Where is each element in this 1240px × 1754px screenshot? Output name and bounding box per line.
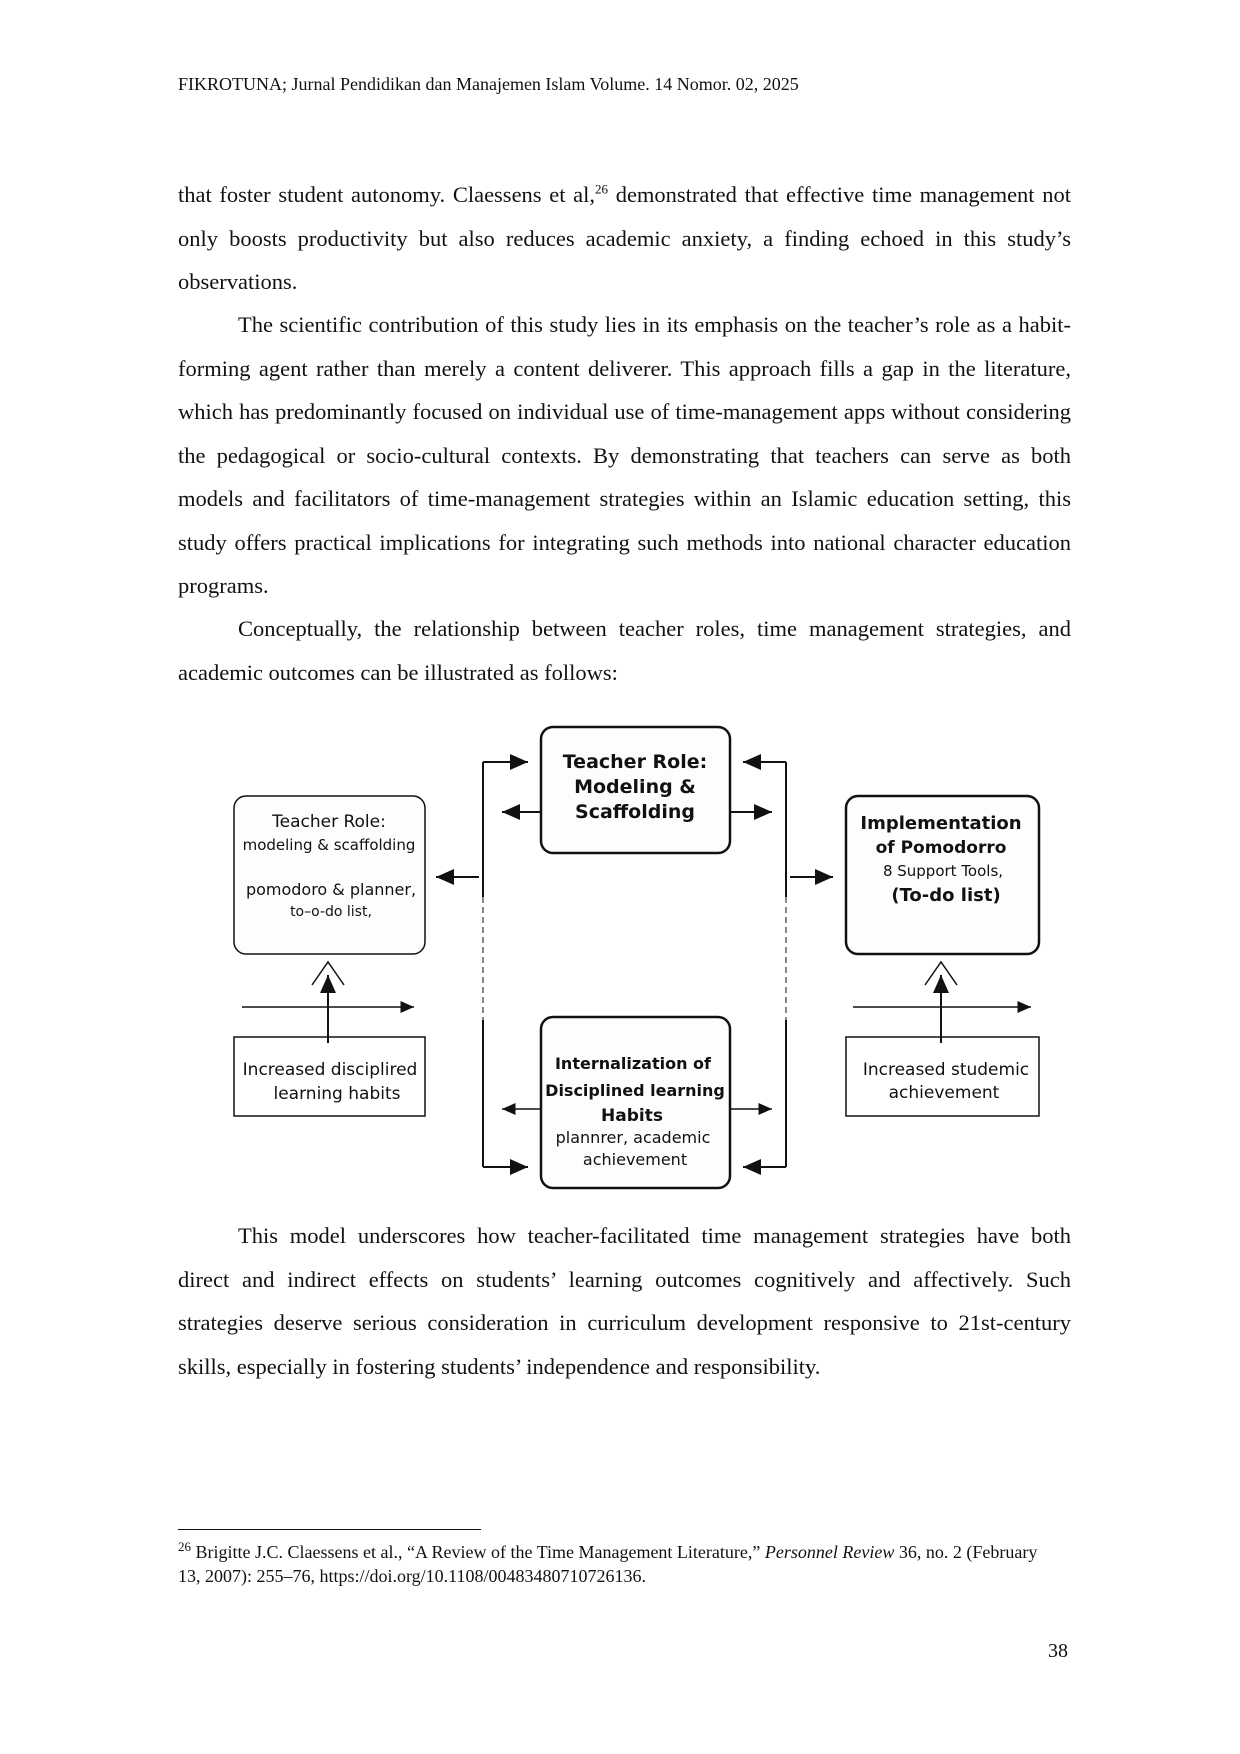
- box-top-center: [539, 725, 732, 855]
- right-line4: (To-do list): [891, 885, 1000, 906]
- footnote-text: Brigitte J.C. Claessens et al., “A Revie…: [191, 1542, 765, 1562]
- footnote-number: 26: [178, 1539, 191, 1554]
- footnote: 26 Brigitte J.C. Claessens et al., “A Re…: [178, 1540, 1058, 1588]
- left-line2: modeling & scaffolding: [243, 836, 416, 854]
- bottom-center-line5: achievement: [583, 1150, 687, 1169]
- box-bottom-left: [233, 1036, 426, 1117]
- left-line3: pomodoro & planner,: [246, 880, 416, 899]
- bottom-right-line2: achievement: [889, 1083, 1000, 1103]
- bottom-center-line4: plannrer, academic: [556, 1128, 711, 1147]
- right-line3: 8 Support Tools,: [883, 862, 1003, 880]
- footnote-separator: [178, 1529, 481, 1530]
- top-center-line1: Teacher Role:: [563, 751, 708, 773]
- p4-text: This model underscores how teacher-facil…: [178, 1223, 1071, 1379]
- running-header: FIKROTUNA; Jurnal Pendidikan dan Manajem…: [178, 74, 799, 94]
- footnote-ref[interactable]: 26: [595, 181, 609, 197]
- bottom-center-line1: Internalization of: [555, 1054, 712, 1073]
- bottom-left-line2: learning habits: [274, 1084, 401, 1104]
- box-bottom-right: [845, 1036, 1040, 1117]
- top-center-line2: Modeling &: [574, 776, 696, 798]
- box-right: [844, 794, 1041, 956]
- box-left: [233, 795, 426, 955]
- page-number: 38: [1048, 1640, 1068, 1662]
- bottom-center-line2: Disciplined learning: [545, 1081, 725, 1100]
- left-line1: Teacher Role:: [271, 812, 386, 832]
- paragraph-2: The scientific contribution of this stud…: [178, 303, 1071, 608]
- p2-text: The scientific contribution of this stud…: [178, 312, 1071, 598]
- right-line1: Implementation: [860, 813, 1021, 834]
- box-bottom-center: [539, 1015, 732, 1190]
- bottom-left-line1: Increased disciplired: [243, 1060, 418, 1080]
- footnote-text-cont[interactable]: 36, no. 2 (February 13, 2007): 255–76, h…: [178, 1542, 1038, 1586]
- paragraph-3: Conceptually, the relationship between t…: [178, 607, 1071, 694]
- right-line2: of Pomodorro: [876, 838, 1007, 858]
- bottom-center-line3: Habits: [601, 1106, 663, 1126]
- footnote-journal: Personnel Review: [764, 1542, 895, 1562]
- left-line4: to–o-do list,: [290, 904, 372, 920]
- bottom-right-line1: Increased studemic: [863, 1060, 1029, 1080]
- paragraph-1: that foster student autonomy. Claessens …: [178, 173, 1071, 304]
- p3-text: Conceptually, the relationship between t…: [178, 616, 1071, 685]
- p1-text: that foster student autonomy. Claessens …: [178, 182, 596, 207]
- top-center-line3: Scaffolding: [575, 801, 695, 823]
- paragraph-4: This model underscores how teacher-facil…: [178, 1214, 1071, 1388]
- p1-text-cont: demonstrated that effective time managem…: [178, 182, 1071, 294]
